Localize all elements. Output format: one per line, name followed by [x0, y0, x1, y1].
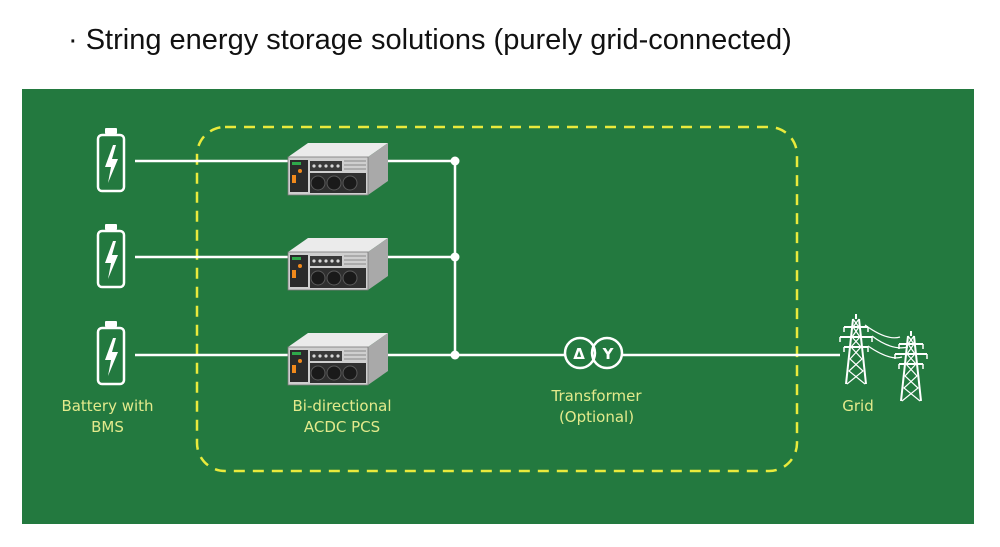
bus-node-1: [450, 156, 460, 166]
battery-charging-icon: [96, 126, 126, 193]
transformer-wye-symbol: Y: [602, 345, 615, 363]
bus-node-2: [450, 252, 460, 262]
battery-label-line-2: BMS: [91, 418, 124, 436]
battery-label: Battery with BMS: [50, 396, 165, 438]
pcs-unit-icon: [287, 332, 389, 386]
transformer-label: Transformer (Optional): [534, 386, 659, 428]
page-title: · String energy storage solutions (purel…: [68, 24, 792, 56]
pcs-unit-icon: [287, 237, 389, 291]
transmission-tower-icon: [894, 330, 928, 402]
battery-charging-icon: [96, 319, 126, 386]
transformer-delta-symbol: Δ: [573, 345, 585, 363]
grid-towers: [839, 313, 928, 402]
pcs-unit-icon: [287, 142, 389, 196]
pcs-label-line-1: Bi-directional: [292, 397, 392, 415]
battery-label-line-1: Battery with: [61, 397, 154, 415]
grid-label: Grid: [842, 397, 874, 415]
diagram-canvas: Δ Y: [96, 125, 928, 473]
system-boundary: [195, 125, 799, 473]
transformer-icon: Δ Y: [563, 336, 624, 370]
transformer-label-line-1: Transformer: [551, 387, 642, 405]
transformer-label-line-2: (Optional): [558, 408, 635, 426]
pcs-label: Bi-directional ACDC PCS: [277, 396, 407, 438]
pcs-label-line-2: ACDC PCS: [303, 418, 381, 436]
transmission-tower-icon: [839, 313, 873, 385]
battery-charging-icon: [96, 222, 126, 289]
diagram-panel: Δ Y Battery with BMS Bi-directional ACDC…: [22, 89, 974, 524]
